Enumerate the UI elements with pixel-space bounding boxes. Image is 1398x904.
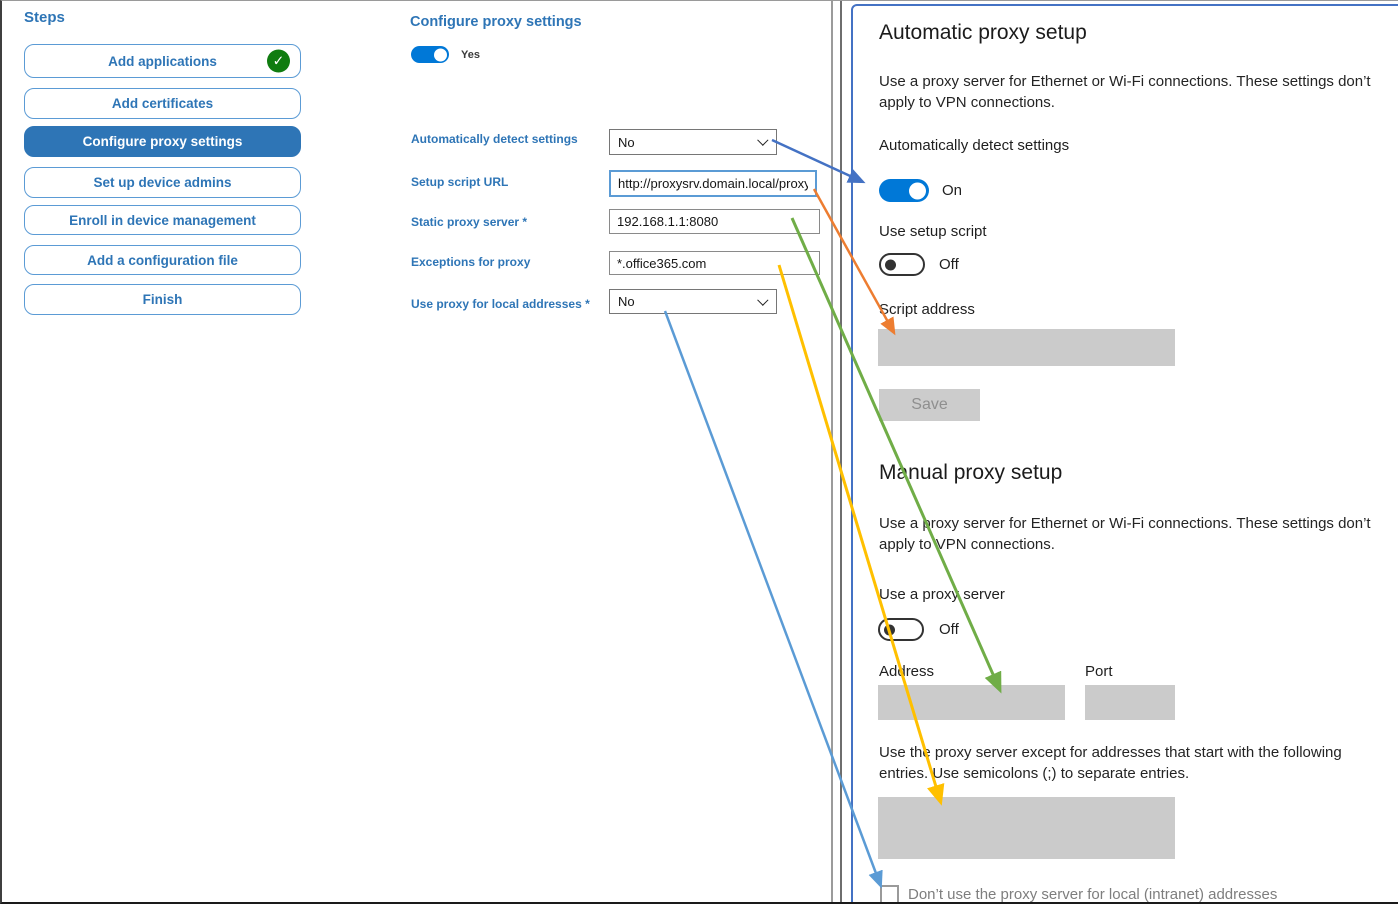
pane-divider [840,1,842,902]
use-a-proxy-server-toggle[interactable] [878,618,924,641]
step-label: Set up device admins [93,175,232,190]
completed-check-icon: ✓ [267,49,290,73]
chevron-down-icon [757,134,769,146]
chevron-down-icon [757,294,769,306]
static-proxy-server-label: Static proxy server * [411,215,528,229]
pane-divider [831,1,833,902]
toggle-knob [884,624,895,635]
automatic-proxy-description: Use a proxy server for Ethernet or Wi-Fi… [879,73,1371,111]
auto-detect-settings-label: Automatically detect settings [411,132,578,146]
step-add-certificates[interactable]: Add certificates [24,88,301,119]
auto-detect-toggle[interactable] [879,179,929,202]
step-add-applications[interactable]: Add applications ✓ [24,44,301,78]
port-label: Port [1085,663,1113,680]
toggle-knob [885,259,896,270]
auto-detect-settings-select[interactable]: No [609,129,777,155]
steps-panel-title: Steps [24,9,65,26]
use-proxy-local-label: Use proxy for local addresses * [411,297,590,311]
address-label: Address [879,663,935,680]
setup-script-url-input[interactable] [609,170,817,197]
setup-script-url-label: Setup script URL [411,175,509,189]
exceptions-for-proxy-input[interactable] [609,251,820,275]
step-configure-proxy-settings[interactable]: Configure proxy settings [24,126,301,157]
step-set-up-device-admins[interactable]: Set up device admins [24,167,301,198]
configure-proxy-toggle-state: Yes [461,49,480,61]
save-button[interactable]: Save [879,389,980,421]
select-value: No [618,134,635,150]
use-setup-script-toggle[interactable] [879,253,925,276]
port-input[interactable] [1085,685,1175,720]
step-label: Finish [142,292,183,307]
address-input[interactable] [878,685,1065,720]
toggle-knob [434,48,447,61]
local-addresses-arrow [663,310,883,889]
script-address-label: Script address [879,301,975,318]
configure-proxy-toggle[interactable] [411,46,449,63]
exceptions-for-proxy-label: Exceptions for proxy [411,255,531,269]
step-finish[interactable]: Finish [24,284,301,315]
step-label: Add certificates [111,96,214,111]
step-enroll-in-device-management[interactable]: Enroll in device management [24,205,301,235]
local-addresses-checkbox-label: Don’t use the proxy server for local (in… [908,886,1278,903]
static-proxy-server-input[interactable] [609,209,820,234]
script-address-input[interactable] [878,329,1175,366]
manual-proxy-setup-heading: Manual proxy setup [879,461,1063,484]
toggle-knob [909,182,926,199]
use-proxy-local-select[interactable]: No [609,289,777,314]
proxy-exceptions-textarea[interactable] [878,797,1175,859]
local-addresses-checkbox[interactable] [880,885,899,902]
manual-proxy-description: Use a proxy server for Ethernet or Wi-Fi… [879,515,1371,553]
step-label: Enroll in device management [69,212,256,228]
step-add-a-configuration-file[interactable]: Add a configuration file [24,245,301,275]
use-a-proxy-server-toggle-state: Off [939,621,959,638]
use-setup-script-label: Use setup script [879,223,987,240]
proxy-exceptions-note: Use the proxy server except for addresse… [879,744,1342,782]
use-a-proxy-server-label: Use a proxy server [879,586,1005,603]
step-label: Add a configuration file [87,252,238,268]
automatic-proxy-setup-heading: Automatic proxy setup [879,21,1087,44]
auto-detect-settings-label-right: Automatically detect settings [879,137,1070,154]
step-label: Add applications [108,53,217,69]
step-label: Configure proxy settings [82,134,243,149]
select-value: No [618,294,635,309]
page-title: Configure proxy settings [410,14,582,30]
auto-detect-toggle-state: On [942,182,963,199]
use-setup-script-toggle-state: Off [939,256,959,273]
